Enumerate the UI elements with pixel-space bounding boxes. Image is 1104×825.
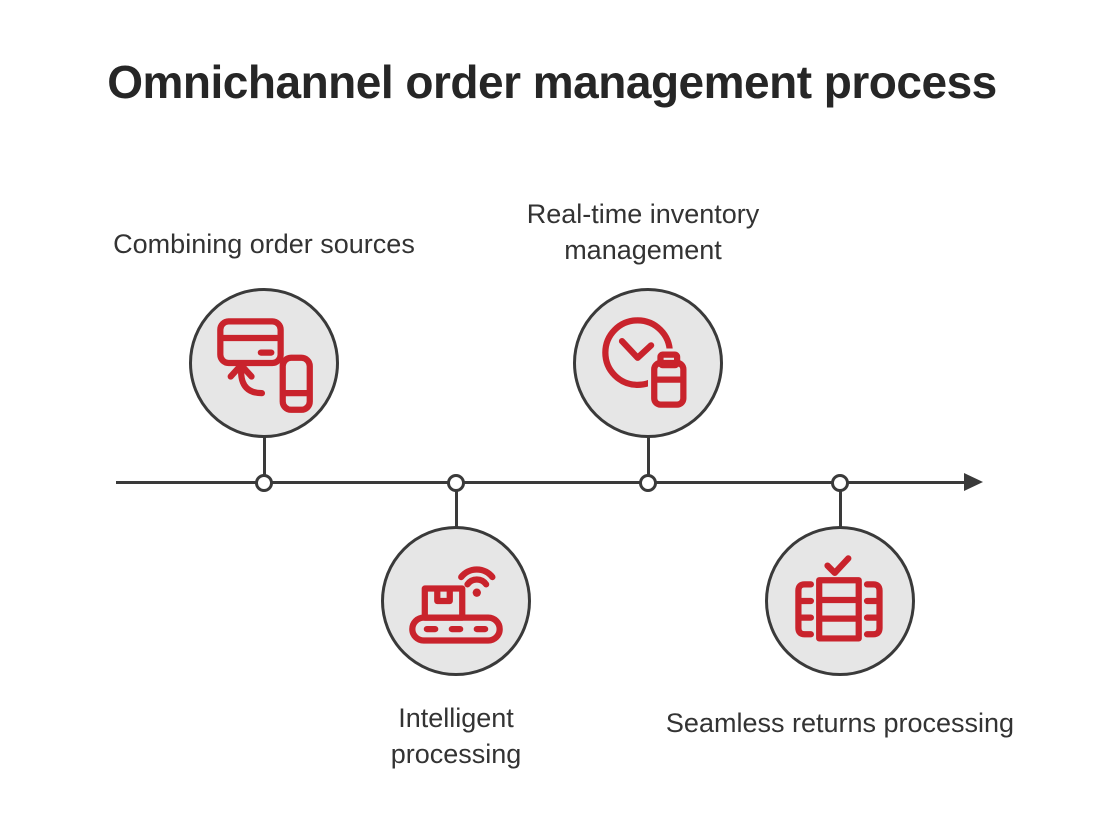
conveyor-belt-wifi-icon: [409, 566, 503, 644]
timeline-node-dot: [639, 474, 657, 492]
step-node-intelligent-processing: [381, 526, 531, 676]
timeline-node-dot: [447, 474, 465, 492]
card-phone-sync-icon: [217, 318, 313, 413]
step-label-combining-order-sources: Combining order sources: [113, 229, 415, 259]
connector-intelligent: [455, 490, 458, 528]
page-title: Omnichannel order management process: [107, 56, 997, 108]
timeline-arrowhead-icon: [964, 473, 983, 491]
step-label-realtime-inventory-management: Real-time inventory management: [526, 199, 760, 265]
step-node-combining-order-sources: [189, 288, 339, 438]
shelf-checkmark-icon: [795, 555, 883, 642]
timeline-node-dot: [255, 474, 273, 492]
connector-seamless: [839, 490, 842, 528]
step-node-seamless-returns-processing: [765, 526, 915, 676]
step-label-intelligent-processing: Intelligent processing: [390, 703, 522, 769]
timeline-axis: [116, 481, 968, 484]
step-node-realtime-inventory-management: [573, 288, 723, 438]
connector-realtime: [647, 437, 650, 476]
timeline-node-dot: [831, 474, 849, 492]
connector-combining: [263, 437, 266, 476]
step-label-seamless-returns-processing: Seamless returns processing: [665, 708, 1015, 738]
clock-battery-icon: [602, 317, 690, 409]
